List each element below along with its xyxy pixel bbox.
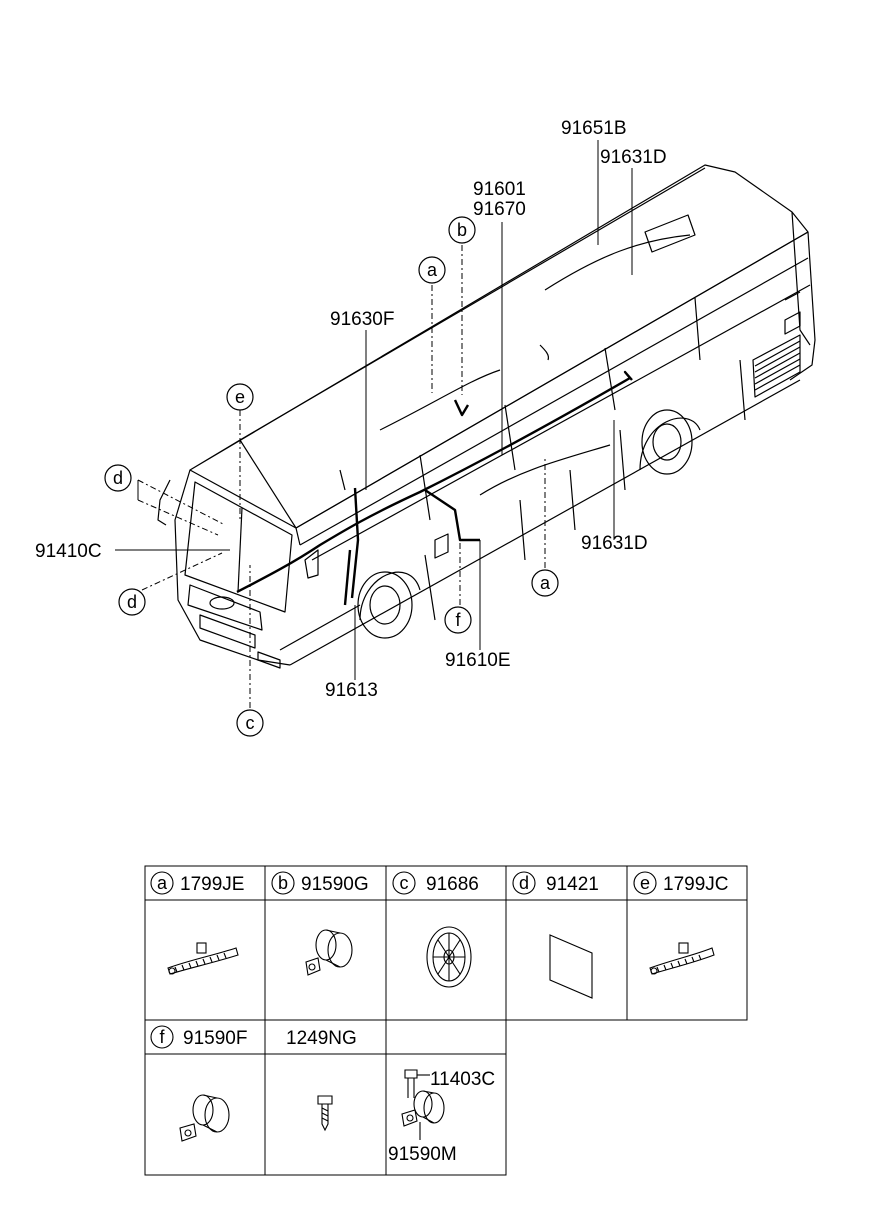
marker-d-lower: d [118,588,146,616]
part-code-91590M: 91590M [388,1144,457,1165]
svg-text:a: a [540,573,551,593]
marker-c-bottom: c [236,709,264,737]
svg-text:c: c [400,873,409,893]
callout-91613: 91613 [325,680,378,701]
cable-tie-icon [649,942,715,975]
part-code-1799JC: 1799JC [663,874,729,895]
marker-a-top: a [418,256,446,284]
part-code-1249NG: 1249NG [286,1028,357,1049]
leader-lines [115,140,633,708]
part-code-91590F: 91590F [183,1028,247,1049]
svg-text:d: d [519,873,529,893]
svg-text:c: c [246,713,255,733]
marker-f-mid: f [444,606,472,634]
callout-91410C: 91410C [35,541,102,562]
wire-harness [236,370,633,606]
cell-header-d: d 91421 [512,871,599,895]
callout-91601: 91601 [473,179,526,200]
svg-text:f: f [159,1027,165,1047]
cable-clamp-icon [179,1094,230,1142]
svg-text:f: f [455,610,461,630]
part-code-1799JE: 1799JE [180,874,244,895]
screw-icon [317,1095,333,1132]
cell-header-f: f 91590F [150,1025,247,1049]
marker-a-right: a [531,569,559,597]
part-code-91421: 91421 [546,874,599,895]
bolt-and-clamp-icon [401,1069,445,1140]
marker-d-left: d [104,464,132,492]
pad-sheet-icon [549,934,593,999]
callout-91610E: 91610E [445,650,511,671]
cell-header-a: a 1799JE [150,871,244,895]
part-code-91590G: 91590G [301,874,369,895]
cell-header-c: c 91686 [392,871,479,895]
cable-clamp-icon [305,929,353,976]
part-code-91686: 91686 [426,874,479,895]
cable-tie-icon [167,942,239,975]
wiring-diagram: 91651B 91631D 91601 91670 91630F 91410C … [35,118,816,737]
callout-91631D-top: 91631D [600,147,667,168]
callout-91631D-right: 91631D [581,533,648,554]
cell-header-b: b 91590G [271,871,369,895]
part-code-11403C: 11403C [430,1069,495,1090]
svg-text:e: e [640,873,650,893]
grommet-icon [426,926,472,988]
svg-text:a: a [427,260,438,280]
svg-text:b: b [457,220,467,240]
cell-header-e: e 1799JC [633,871,729,895]
svg-text:b: b [278,873,288,893]
callout-91651B: 91651B [561,118,627,139]
marker-b-top: b [448,216,476,244]
callout-91630F: 91630F [330,309,394,330]
svg-text:a: a [157,873,168,893]
svg-text:d: d [127,592,137,612]
svg-text:e: e [235,387,245,407]
callout-91670: 91670 [473,199,526,220]
marker-e-top: e [226,383,254,411]
bus-outline [157,164,816,669]
svg-text:d: d [113,468,123,488]
